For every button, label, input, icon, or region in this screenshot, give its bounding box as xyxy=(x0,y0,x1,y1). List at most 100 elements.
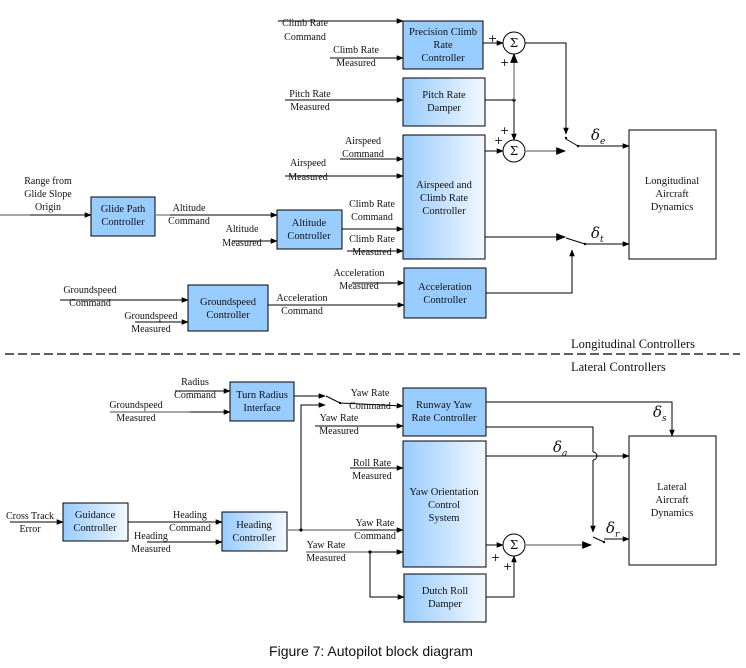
signal-label: Error xyxy=(19,524,41,535)
figure-caption: Figure 7: Autopilot block diagram xyxy=(269,643,473,659)
signal-label: Roll Rate xyxy=(353,458,392,469)
delta-subscript: r xyxy=(615,530,620,540)
signal-label: Airspeed xyxy=(345,136,381,147)
turn-radius-interface-block: Turn Radius Interface xyxy=(229,381,295,422)
delta-subscript: s xyxy=(662,414,667,424)
delta-symbol: δ xyxy=(591,126,600,144)
signal-label: Measured xyxy=(319,426,358,437)
plus-sign: + xyxy=(491,551,500,564)
signal-label: Yaw Rate xyxy=(320,413,359,424)
sum-junction-top: Σ xyxy=(502,31,526,55)
signal-label: Yaw Rate xyxy=(356,518,395,529)
signal-label: Measured xyxy=(116,413,155,424)
guidance-controller-block: Guidance Controller xyxy=(62,502,129,542)
block-label: Control xyxy=(428,500,460,511)
dutch-roll-damper-block: Dutch Roll Damper xyxy=(403,573,487,623)
signal-label: Measured xyxy=(288,172,327,183)
lateral-signal-labels: Radius Command Groundspeed Measured Yaw … xyxy=(6,377,396,564)
block-label: Rate Controller xyxy=(411,413,477,424)
steering-deflection-label: δ s xyxy=(653,403,667,424)
signal-label: Altitude xyxy=(226,224,259,235)
signal-label: Command xyxy=(281,306,323,317)
signal-label: Yaw Rate xyxy=(307,540,346,551)
rudder-deflection-label: δ r xyxy=(606,519,620,540)
signal-label: Heading xyxy=(134,531,168,542)
signal-label: Command xyxy=(174,390,216,401)
signal-label: Acceleration xyxy=(333,268,384,279)
signal-label: Groundspeed xyxy=(63,285,116,296)
longitudinal-signal-labels: Climb Rate Command Climb Rate Measured P… xyxy=(24,18,395,335)
airspeed-climb-rate-controller-block: Airspeed and Climb Rate Controller xyxy=(402,134,486,260)
block-label: Dynamics xyxy=(651,202,694,213)
signal-label: Command xyxy=(284,32,326,43)
lateral-aircraft-dynamics-block: Lateral Aircraft Dynamics xyxy=(628,435,717,566)
delta-symbol: δ xyxy=(591,224,600,242)
block-label: Guidance xyxy=(75,510,116,521)
block-label: Controller xyxy=(101,217,145,228)
signal-label: Measured xyxy=(131,544,170,555)
heading-controller-block: Heading Controller xyxy=(221,511,288,552)
block-label: System xyxy=(429,513,460,524)
signal-label: Command xyxy=(354,531,396,542)
block-label: Controller xyxy=(421,53,465,64)
block-label: Controller xyxy=(422,206,466,217)
plus-sign: + xyxy=(500,56,509,69)
block-label: Rate xyxy=(433,40,453,51)
signal-label: Climb Rate xyxy=(333,45,379,56)
block-label: Controller xyxy=(73,523,117,534)
signal-label: Range from xyxy=(24,176,72,187)
signal-label: Radius xyxy=(181,377,209,388)
signal-label: Climb Rate xyxy=(349,234,395,245)
signal-label: Groundspeed xyxy=(124,311,177,322)
block-label: Longitudinal xyxy=(645,176,699,187)
block-label: Acceleration xyxy=(418,282,472,293)
signal-label: Cross Track xyxy=(6,511,54,522)
block-label: Groundspeed xyxy=(200,297,257,308)
altitude-controller-block: Altitude Controller xyxy=(276,209,343,250)
block-label: Turn Radius xyxy=(236,390,288,401)
block-label: Yaw Orientation xyxy=(409,487,479,498)
block-label: Altitude xyxy=(292,218,327,229)
delta-subscript: a xyxy=(562,449,567,459)
block-label: Glide Path xyxy=(101,204,146,215)
block-label: Pitch Rate xyxy=(422,90,466,101)
signal-label: Pitch Rate xyxy=(289,89,331,100)
delta-symbol: δ xyxy=(606,519,615,537)
elevator-deflection-label: δ e xyxy=(591,126,605,147)
signal-label: Command xyxy=(351,212,393,223)
signal-label: Measured xyxy=(290,102,329,113)
pitch-rate-damper-block: Pitch Rate Damper xyxy=(402,77,486,127)
block-label: Runway Yaw xyxy=(416,400,472,411)
delta-symbol: δ xyxy=(653,403,662,421)
block-label: Damper xyxy=(428,599,462,610)
plus-sign: + xyxy=(503,560,512,573)
signal-label: Measured xyxy=(222,238,261,249)
block-label: Damper xyxy=(427,103,461,114)
block-label: Precision Climb xyxy=(409,27,477,38)
block-label: Heading xyxy=(236,520,272,531)
block-label: Interface xyxy=(243,403,281,414)
sum-junction-lateral: Σ xyxy=(502,533,526,557)
groundspeed-controller-block: Groundspeed Controller xyxy=(187,284,269,332)
delta-symbol: δ xyxy=(553,438,562,456)
throttle-deflection-label: δ t xyxy=(591,224,604,245)
longitudinal-aircraft-dynamics-block: Longitudinal Aircraft Dynamics xyxy=(628,129,717,260)
signal-label: Measured xyxy=(336,58,375,69)
sum-symbol: Σ xyxy=(510,538,518,552)
block-label: Controller xyxy=(287,231,331,242)
lateral-section-label: Lateral Controllers xyxy=(571,360,666,374)
sum-junction-mid: Σ xyxy=(502,139,526,163)
yaw-orientation-control-system-block: Yaw Orientation Control System xyxy=(402,440,487,568)
block-label: Airspeed and xyxy=(416,180,472,191)
signal-label: Airspeed xyxy=(290,158,326,169)
signal-label: Measured xyxy=(339,281,378,292)
block-label: Controller xyxy=(423,295,467,306)
block-label: Aircraft xyxy=(655,189,688,200)
signal-label: Command xyxy=(168,216,210,227)
signal-label: Altitude xyxy=(173,203,206,214)
signal-label: Acceleration xyxy=(276,293,327,304)
signal-label: Measured xyxy=(306,553,345,564)
signal-label: Command xyxy=(169,523,211,534)
runway-yaw-rate-controller-block: Runway Yaw Rate Controller xyxy=(402,387,487,437)
